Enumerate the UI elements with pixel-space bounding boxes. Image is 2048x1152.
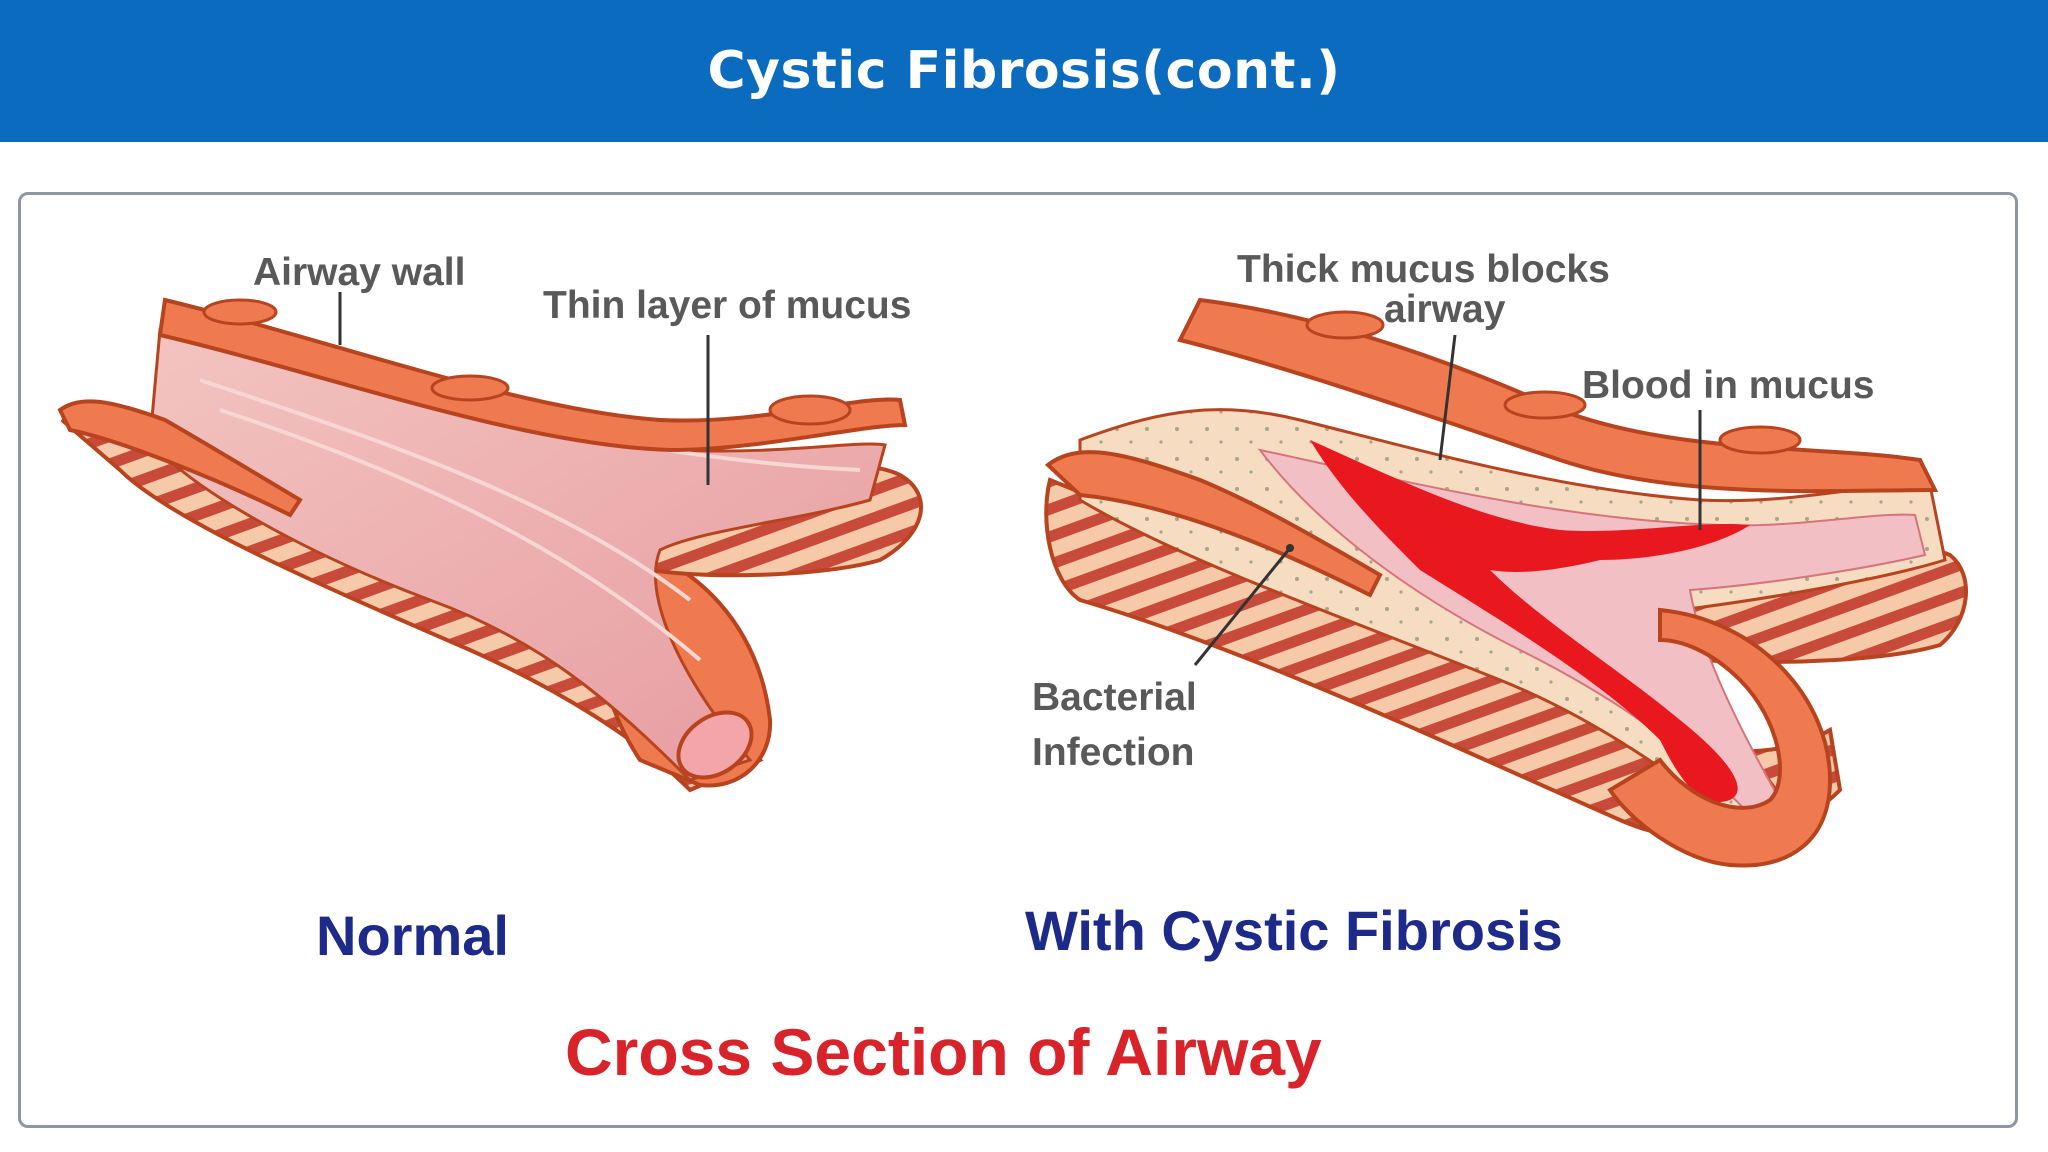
cf-airway (1044, 297, 1968, 868)
normal-left-lip (57, 399, 303, 518)
normal-airway (57, 297, 924, 793)
caption-cystic: With Cystic Fibrosis (1025, 899, 1563, 962)
label-thin-mucus: Thin layer of mucus (543, 284, 911, 327)
cf-blood (1310, 440, 1750, 802)
cf-branch-wall (1607, 607, 1833, 868)
label-airway-wall: Airway wall (253, 251, 465, 294)
label-thick-mucus-1: Thick mucus blocks (1237, 248, 1610, 291)
title-bar: Cystic Fibrosis(cont.) (0, 0, 2048, 142)
label-bacterial-1: Bacterial (1032, 676, 1197, 719)
caption-normal: Normal (316, 904, 509, 967)
label-thick-mucus-2: airway (1384, 288, 1506, 331)
label-blood-in-mucus: Blood in mucus (1582, 364, 1875, 407)
cf-left-lip (1044, 450, 1383, 598)
cf-upper-wall (1177, 297, 1939, 494)
caption-main: Cross Section of Airway (565, 1015, 1322, 1089)
label-bacterial-2: Infection (1032, 731, 1195, 774)
normal-branch-mouth (676, 710, 754, 780)
slide-title: Cystic Fibrosis(cont.) (707, 41, 1341, 101)
